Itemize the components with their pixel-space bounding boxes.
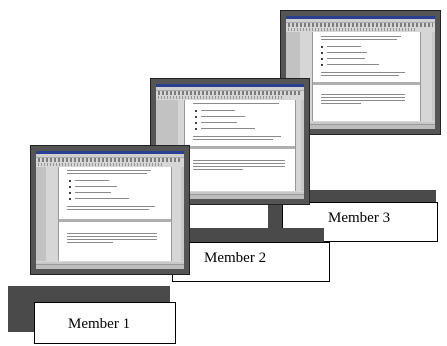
sidebar xyxy=(36,167,46,261)
status-bar xyxy=(286,124,435,129)
document-page xyxy=(312,32,421,121)
menu-bar xyxy=(156,87,304,91)
vertical-scrollbar xyxy=(181,167,184,261)
title-bar xyxy=(286,16,435,19)
toolbar xyxy=(288,23,433,27)
status-bar xyxy=(36,264,184,269)
menu-bar xyxy=(286,19,435,23)
menu-bar xyxy=(36,154,184,158)
toolbar xyxy=(38,163,164,166)
member-1-screenshot xyxy=(30,145,190,275)
toolbar xyxy=(158,91,302,95)
toolbar xyxy=(38,158,182,162)
toolbar xyxy=(288,28,415,31)
horizontal-scrollbar xyxy=(286,122,435,125)
vertical-scrollbar xyxy=(432,32,435,121)
member-1-card: Member 1 xyxy=(8,286,176,344)
app-window xyxy=(36,151,184,269)
app-window xyxy=(286,16,435,129)
member-2-label: Member 2 xyxy=(204,250,267,266)
member-3-label: Member 3 xyxy=(328,210,391,226)
card-box xyxy=(172,242,330,282)
horizontal-scrollbar xyxy=(156,192,304,195)
document-page xyxy=(58,167,172,261)
member-1-label: Member 1 xyxy=(68,316,131,332)
horizontal-scrollbar xyxy=(36,262,184,265)
status-bar xyxy=(156,194,304,199)
toolbar xyxy=(158,96,284,99)
vertical-scrollbar xyxy=(301,100,304,191)
title-bar xyxy=(36,151,184,154)
card-box xyxy=(34,302,176,344)
title-bar xyxy=(156,84,304,87)
document-page xyxy=(184,100,296,191)
